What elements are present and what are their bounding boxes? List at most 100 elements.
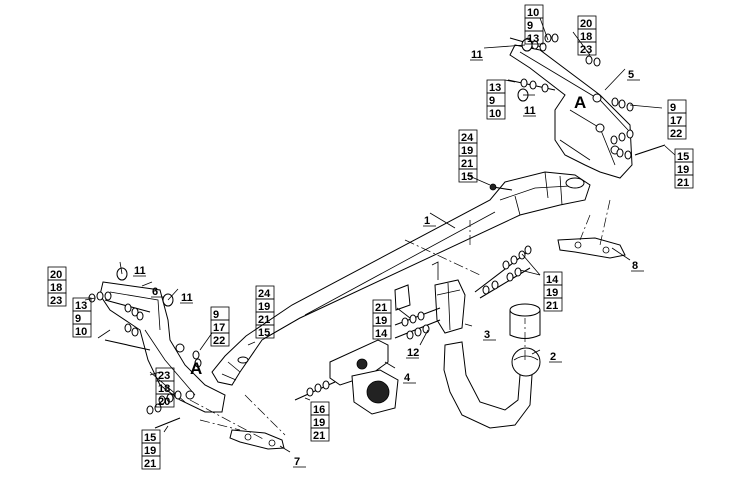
- part-number: 13: [527, 33, 539, 45]
- part-number-box: [458, 168, 478, 183]
- part-number: 14: [546, 274, 559, 286]
- part-number: 19: [375, 315, 387, 327]
- part-number: 13: [489, 82, 501, 94]
- part-number: 15: [677, 151, 689, 163]
- part-number-box: [372, 325, 392, 340]
- part-number-box: [72, 323, 92, 338]
- part-number: 9: [670, 102, 676, 114]
- label-stack-s25: 4: [403, 372, 416, 384]
- part-number: 6: [152, 286, 158, 298]
- crossbar: [211, 171, 591, 386]
- part-number: 19: [461, 145, 473, 157]
- label-stack-s23: 2: [549, 351, 562, 363]
- ball-mount-block: [431, 261, 466, 334]
- part-number: 22: [213, 335, 225, 347]
- part-number-box: [543, 297, 563, 312]
- part-number: 23: [50, 295, 62, 307]
- part-number: 3: [484, 329, 490, 341]
- part-number: 21: [677, 177, 689, 189]
- part-number: 19: [546, 287, 558, 299]
- part-number-box: [524, 30, 544, 45]
- label-stack-s5: 11: [523, 105, 536, 117]
- part-number: 21: [375, 302, 387, 314]
- part-number: 12: [407, 347, 419, 359]
- part-number: 23: [158, 370, 170, 382]
- part-number: 20: [50, 269, 62, 281]
- label-stack-s10: 1: [423, 215, 436, 227]
- part-number: 15: [461, 171, 473, 183]
- part-number: 11: [134, 265, 146, 277]
- part-number-box: [155, 393, 175, 408]
- part-number: 11: [524, 105, 536, 117]
- label-stack-s3: 11: [470, 49, 483, 61]
- part-number: 21: [144, 458, 156, 470]
- part-number: 18: [50, 282, 62, 294]
- part-number: 8: [632, 260, 638, 272]
- part-number: 9: [489, 95, 495, 107]
- label-stack-s15: 6: [151, 286, 164, 298]
- label-stack-s21: 3: [483, 329, 496, 341]
- gooseneck-ball: [443, 303, 541, 429]
- label-stack-s16: 11: [180, 292, 193, 304]
- part-number: 24: [461, 132, 474, 144]
- part-number-box: [141, 455, 161, 470]
- assembly-axes: [189, 199, 611, 441]
- part-number: 1: [424, 215, 430, 227]
- part-number: 22: [670, 128, 682, 140]
- part-number: 5: [628, 69, 634, 81]
- part-number-box: [674, 174, 694, 189]
- part-number: 16: [313, 404, 325, 416]
- part-number-box: [310, 427, 330, 442]
- part-number: 18: [158, 383, 170, 395]
- part-number: 19: [144, 445, 156, 457]
- part-number-box: [577, 41, 597, 56]
- part-number-box: [486, 105, 506, 120]
- part-number: 24: [258, 288, 271, 300]
- label-stack-s11: 8: [631, 260, 644, 272]
- socket-bracket: [329, 339, 399, 415]
- part-number-box: [47, 292, 67, 307]
- part-number: 21: [461, 158, 473, 170]
- part-number: 13: [75, 300, 87, 312]
- plate-8: [557, 237, 626, 259]
- part-number: 21: [546, 300, 558, 312]
- part-number: 14: [375, 328, 388, 340]
- left-bracket: [99, 281, 226, 413]
- leader-lines: [84, 17, 676, 453]
- part-number: 9: [75, 313, 81, 325]
- part-number: 2: [550, 351, 556, 363]
- part-number: 10: [489, 108, 501, 120]
- part-number: 21: [313, 430, 325, 442]
- part-number: 19: [258, 301, 270, 313]
- part-number: 19: [677, 164, 689, 176]
- part-number-box: [667, 125, 687, 140]
- part-number: 9: [527, 20, 533, 32]
- part-number: 19: [313, 417, 325, 429]
- part-number: 11: [181, 292, 193, 304]
- fasteners: [88, 33, 666, 429]
- part-number: 10: [75, 326, 87, 338]
- part-number: 21: [258, 314, 270, 326]
- part-number: 17: [213, 322, 225, 334]
- part-number: 11: [471, 49, 483, 61]
- part-number: 18: [580, 31, 592, 43]
- part-number: 20: [158, 396, 170, 408]
- plate-7: [229, 429, 285, 450]
- part-number: 15: [144, 432, 156, 444]
- label-stack-s14: 11: [133, 265, 146, 277]
- part-number: 15: [258, 327, 270, 339]
